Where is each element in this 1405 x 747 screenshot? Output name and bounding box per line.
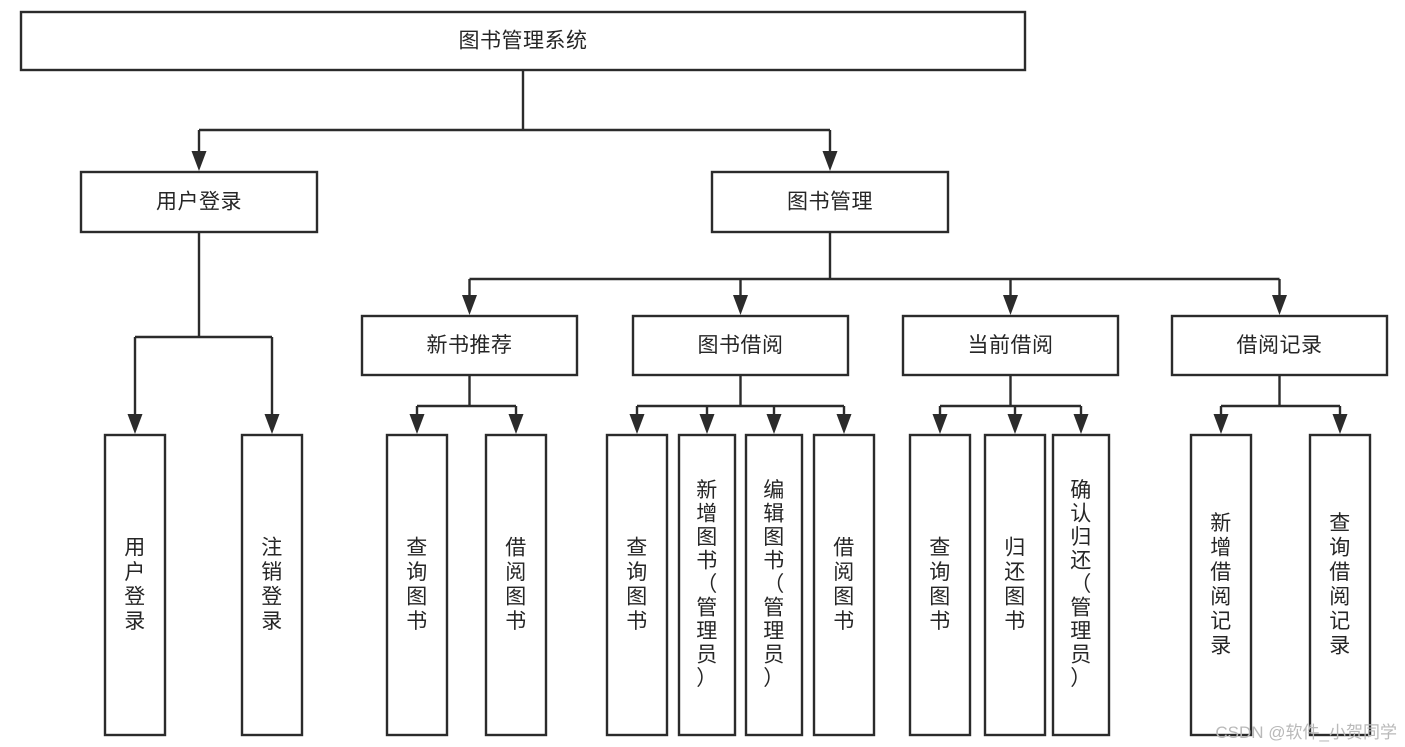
node-l2-user-login[interactable]: 用户登录 — [79, 170, 319, 234]
node-l4-user-login[interactable]: 用户登录 — [103, 433, 167, 737]
node-box — [484, 433, 548, 737]
node-label: 新增借阅记录 — [1210, 511, 1232, 657]
node-label: 归还图书 — [1004, 536, 1026, 633]
connector-arrow-icon — [409, 414, 425, 434]
node-box — [1189, 433, 1253, 737]
node-box — [983, 433, 1047, 737]
node-label: 当前借阅 — [968, 334, 1054, 357]
node-box — [677, 433, 737, 737]
node-label: 查询借阅记录 — [1329, 511, 1351, 657]
connector-arrow-icon — [1003, 295, 1018, 315]
node-l4-borrow-book-a[interactable]: 借阅图书 — [484, 433, 548, 737]
node-box — [240, 433, 304, 737]
connector-arrow-icon — [836, 414, 852, 434]
connector-arrow-icon — [1272, 295, 1287, 315]
connector-arrow-icon — [1007, 414, 1023, 434]
node-label: 查询图书 — [406, 536, 428, 633]
node-l4-borrow-book-b[interactable]: 借阅图书 — [812, 433, 876, 737]
node-label: 图书借阅 — [698, 334, 784, 357]
connector-arrow-icon — [699, 414, 715, 434]
node-box — [812, 433, 876, 737]
connector-arrow-icon — [629, 414, 645, 434]
node-box — [1170, 314, 1389, 377]
node-label: 借阅图书 — [505, 536, 527, 633]
node-box — [1051, 433, 1111, 737]
node-box — [19, 10, 1027, 72]
connector-arrow-icon — [508, 414, 524, 434]
node-label: 新增图书（管理员） — [696, 479, 718, 690]
connector-arrow-icon — [127, 414, 143, 434]
node-l3-borrow-record[interactable]: 借阅记录 — [1170, 314, 1389, 377]
node-l4-edit-book[interactable]: 编辑图书（管理员） — [744, 433, 804, 737]
node-box — [360, 314, 579, 377]
node-label: 编辑图书（管理员） — [763, 479, 785, 690]
connector-layer — [127, 70, 1348, 434]
connector-arrow-icon — [733, 295, 748, 315]
node-l4-add-book[interactable]: 新增图书（管理员） — [677, 433, 737, 737]
node-l4-query-book-c[interactable]: 查询图书 — [908, 433, 972, 737]
node-label: 借阅图书 — [833, 536, 855, 633]
node-label: 新书推荐 — [427, 334, 513, 357]
node-l4-add-record[interactable]: 新增借阅记录 — [1189, 433, 1253, 737]
node-label: 确认归还（管理员） — [1070, 479, 1092, 690]
node-box — [901, 314, 1120, 377]
node-box — [385, 433, 449, 737]
node-label: 注销登录 — [261, 536, 283, 633]
node-l3-current-borrow[interactable]: 当前借阅 — [901, 314, 1120, 377]
node-label: 查询图书 — [929, 536, 951, 633]
connector-arrow-icon — [191, 151, 207, 171]
node-l4-return-book[interactable]: 归还图书 — [983, 433, 1047, 737]
node-box — [103, 433, 167, 737]
node-box — [79, 170, 319, 234]
node-box — [605, 433, 669, 737]
node-box — [631, 314, 850, 377]
node-l4-logout[interactable]: 注销登录 — [240, 433, 304, 737]
connector-arrow-icon — [822, 151, 838, 171]
node-box — [710, 170, 950, 234]
node-l4-query-book-a[interactable]: 查询图书 — [385, 433, 449, 737]
connector-arrow-icon — [766, 414, 782, 434]
node-label: 图书管理系统 — [459, 30, 588, 53]
node-layer: 图书管理系统用户登录图书管理新书推荐图书借阅当前借阅借阅记录用户登录注销登录查询… — [19, 10, 1389, 737]
node-label: 图书管理 — [787, 191, 873, 214]
node-box — [1308, 433, 1372, 737]
node-box — [908, 433, 972, 737]
node-l3-book-borrow[interactable]: 图书借阅 — [631, 314, 850, 377]
connector-arrow-icon — [1213, 414, 1229, 434]
node-label: 查询图书 — [626, 536, 648, 633]
connector-arrow-icon — [462, 295, 477, 315]
node-l4-confirm-return[interactable]: 确认归还（管理员） — [1051, 433, 1111, 737]
node-l3-new-book-rec[interactable]: 新书推荐 — [360, 314, 579, 377]
connector-arrow-icon — [932, 414, 948, 434]
node-l4-query-record[interactable]: 查询借阅记录 — [1308, 433, 1372, 737]
connector-arrow-icon — [264, 414, 280, 434]
node-label: 用户登录 — [124, 536, 146, 633]
node-root[interactable]: 图书管理系统 — [19, 10, 1027, 72]
node-l4-query-book-b[interactable]: 查询图书 — [605, 433, 669, 737]
node-l2-book-mgmt[interactable]: 图书管理 — [710, 170, 950, 234]
connector-arrow-icon — [1073, 414, 1089, 434]
node-label: 借阅记录 — [1237, 334, 1323, 357]
node-box — [744, 433, 804, 737]
connector-arrow-icon — [1332, 414, 1348, 434]
node-label: 用户登录 — [156, 191, 242, 214]
